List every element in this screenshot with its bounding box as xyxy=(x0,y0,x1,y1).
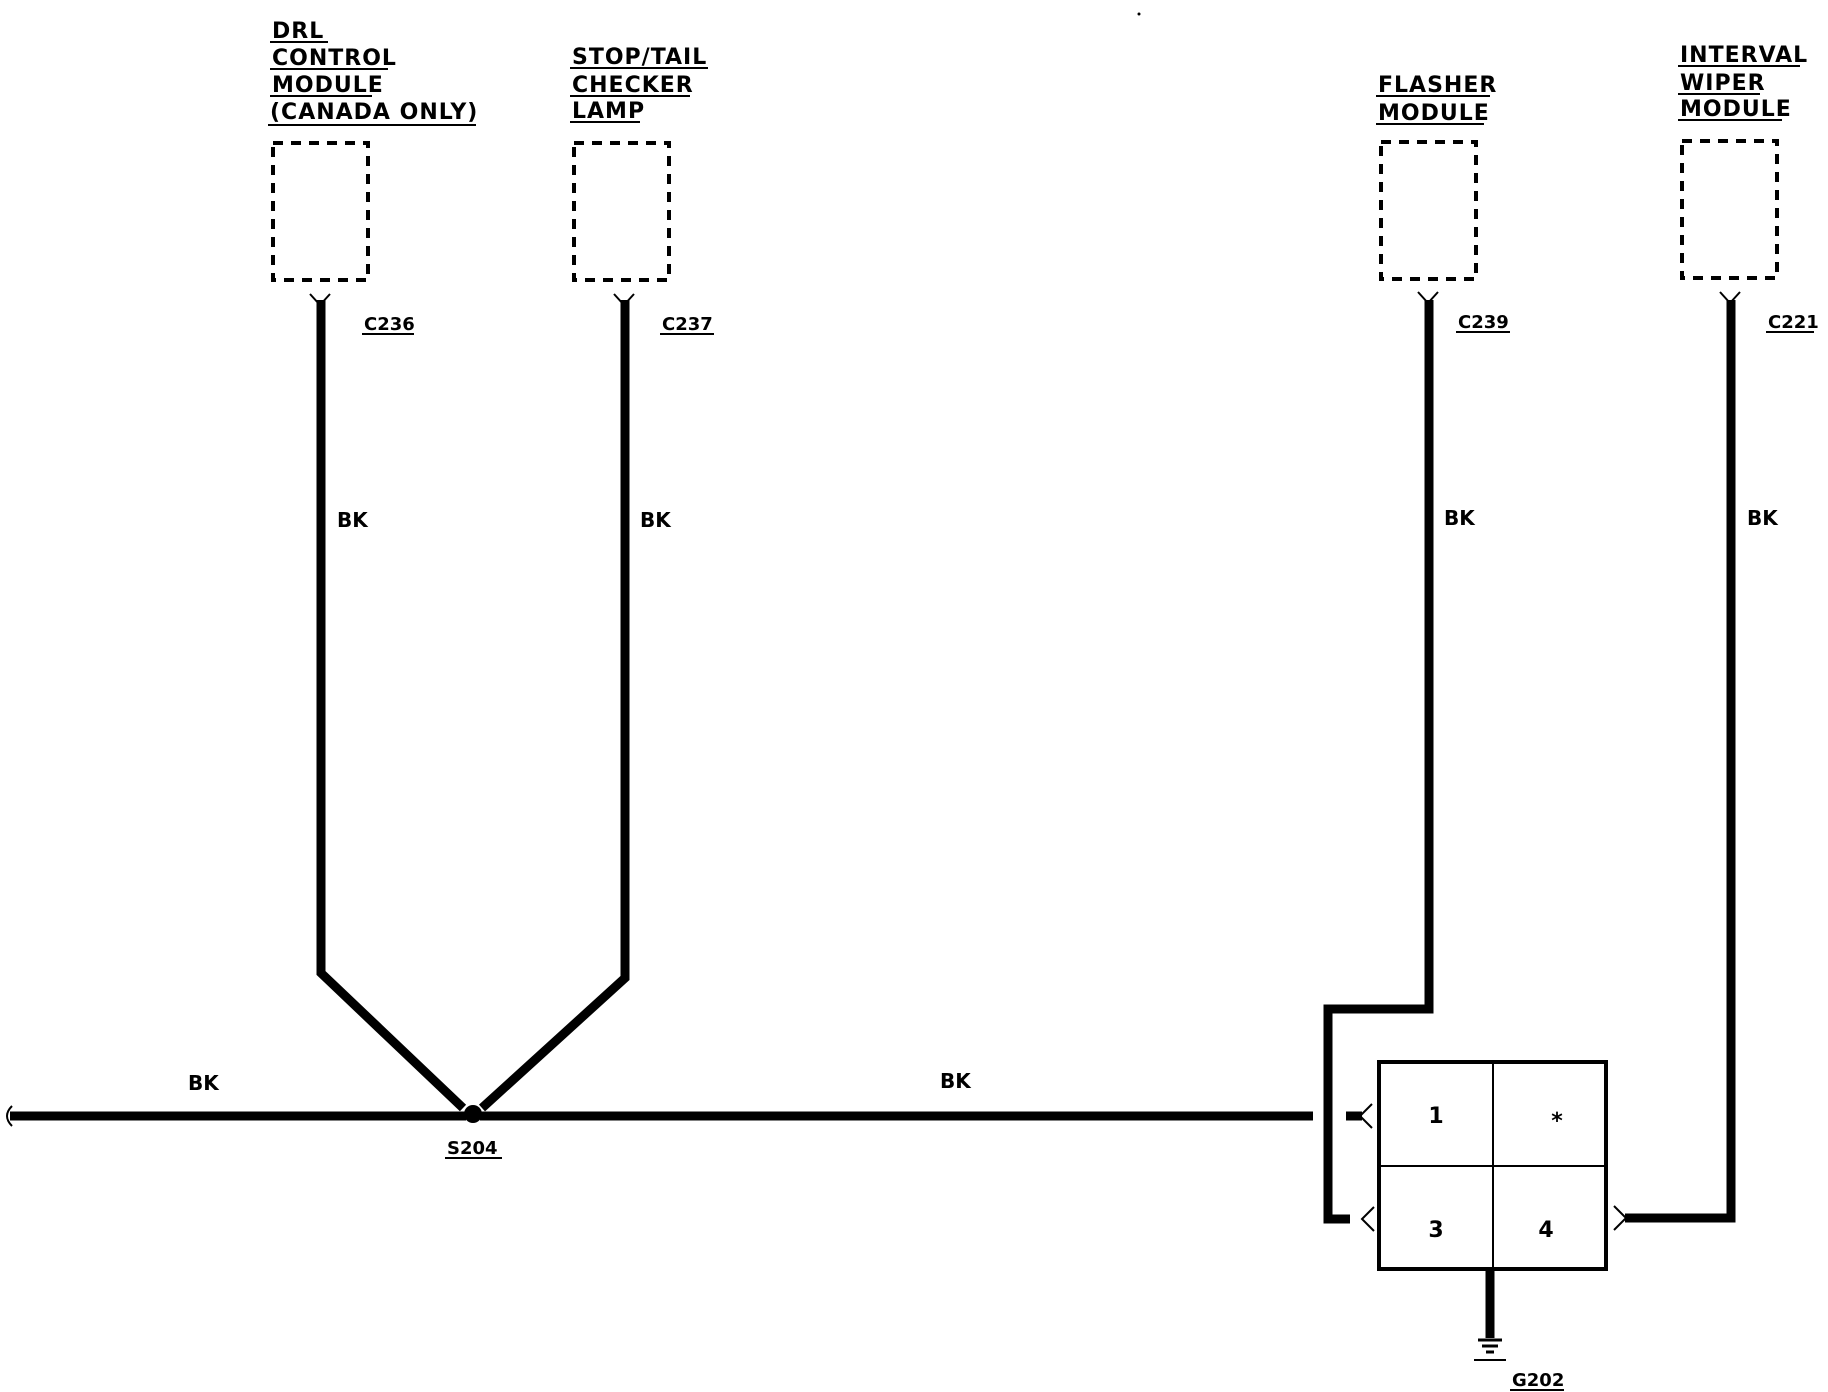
wiper-label-line-1: INTERVAL xyxy=(1680,43,1808,68)
stop-tail-label-line-1: STOP/TAIL xyxy=(572,45,707,70)
c237-label: C237 xyxy=(662,314,713,335)
drl-ground-wire xyxy=(316,300,467,1112)
c236-label: C236 xyxy=(364,314,415,335)
flasher-label-line-1: FLASHER xyxy=(1378,73,1497,98)
pin-2-label: * xyxy=(1551,1109,1563,1134)
drl-module-box xyxy=(271,141,370,282)
stop-tail-ground-wire xyxy=(478,300,630,1112)
stop-tail-wire-color-label: BK xyxy=(640,508,672,532)
ground-symbol-icon xyxy=(1474,1338,1506,1361)
c221-label: C221 xyxy=(1768,312,1819,333)
splice-s204: S204 xyxy=(445,1105,502,1159)
main-wire-color-label: BK xyxy=(940,1069,972,1093)
flasher-ground-wire xyxy=(1323,300,1434,1224)
drl-label-line-2: CONTROL xyxy=(272,46,397,71)
splice-dot-icon xyxy=(464,1105,482,1123)
drl-label-line-1: DRL xyxy=(272,19,324,44)
drl-label-line-4: (CANADA ONLY) xyxy=(270,100,478,125)
left-wire-color-label: BK xyxy=(188,1071,220,1095)
flasher-module: FLASHER MODULE C239 xyxy=(1376,73,1510,333)
continuation-hook-icon xyxy=(6,1105,13,1127)
g202-label: G202 xyxy=(1512,1370,1564,1391)
ground-block: 1 * 3 4 xyxy=(1346,1060,1628,1271)
wiper-wire-color-label: BK xyxy=(1747,506,1779,530)
wiper-label-line-2: WIPER xyxy=(1680,71,1766,96)
stop-tail-lamp-box xyxy=(572,141,671,282)
stray-mark xyxy=(1137,12,1141,16)
flasher-wire-color-label: BK xyxy=(1444,506,1476,530)
drl-control-module: DRL CONTROL MODULE (CANADA ONLY) C236 xyxy=(268,19,478,335)
pin-4-connector-icon xyxy=(1613,1205,1628,1231)
c239-label: C239 xyxy=(1458,312,1509,333)
wires xyxy=(10,300,1736,1338)
wire-color-labels: BK BK BK BK BK BK xyxy=(188,506,1779,1095)
ground-g202: G202 xyxy=(1474,1338,1564,1391)
wiper-module-box xyxy=(1680,139,1779,280)
wiper-ground-wire xyxy=(1625,300,1736,1223)
drl-wire-color-label: BK xyxy=(337,508,369,532)
pin-1-label: 1 xyxy=(1428,1104,1443,1129)
flasher-label-line-2: MODULE xyxy=(1378,101,1490,126)
stop-tail-label-line-2: CHECKER xyxy=(572,73,694,98)
interval-wiper-module: INTERVAL WIPER MODULE C221 xyxy=(1678,43,1819,333)
stop-tail-label-line-3: LAMP xyxy=(572,99,645,124)
s204-label: S204 xyxy=(447,1138,498,1159)
wiper-label-line-3: MODULE xyxy=(1680,97,1792,122)
pin-1-connector-icon xyxy=(1358,1103,1373,1129)
flasher-module-box xyxy=(1379,140,1478,281)
pin-3-label: 3 xyxy=(1428,1218,1443,1243)
drl-label-line-3: MODULE xyxy=(272,73,384,98)
pin-3-connector-icon xyxy=(1360,1206,1375,1232)
pin-4-label: 4 xyxy=(1538,1218,1553,1243)
stop-tail-checker-lamp: STOP/TAIL CHECKER LAMP C237 xyxy=(570,45,714,335)
